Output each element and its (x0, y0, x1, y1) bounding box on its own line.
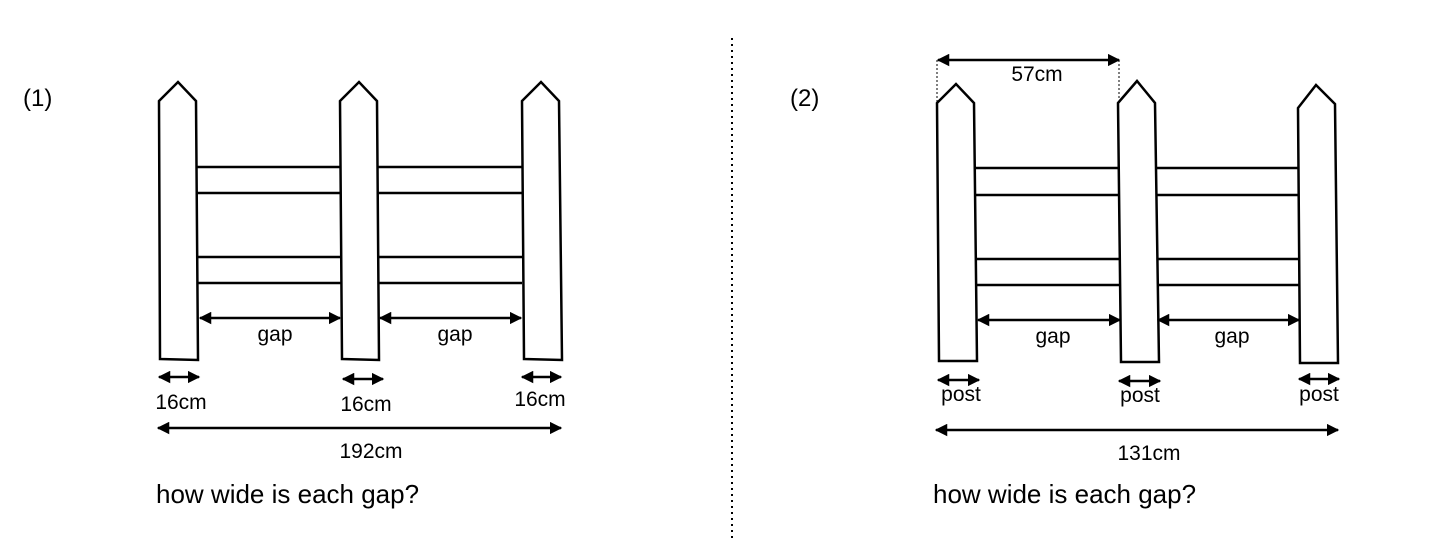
post-width-label: post (941, 383, 981, 406)
fence-post (520, 80, 564, 362)
fence-post (157, 80, 200, 362)
post-width-label: post (1120, 384, 1160, 407)
total-width-label: 131cm (1117, 442, 1180, 465)
top-dimension-label: 57cm (1011, 63, 1062, 86)
post-width-label: post (1299, 383, 1339, 406)
fence-post (338, 80, 381, 362)
problem-2: (2) 57cm gap gap post post post 131cm (790, 53, 1341, 509)
fence-post (1296, 83, 1340, 365)
fence-post (935, 82, 979, 363)
gap-label: gap (257, 323, 292, 346)
post-width-label: 16cm (340, 393, 391, 416)
problem-1: (1) gap gap 16cm 16cm 16cm 192cm how wid… (23, 80, 566, 509)
gap-label: gap (1214, 325, 1249, 348)
question: how wide is each gap? (933, 479, 1196, 509)
problem-2-number: (2) (790, 85, 819, 112)
question: how wide is each gap? (156, 479, 419, 509)
gap-label: gap (1035, 325, 1070, 348)
post-width-label: 16cm (155, 391, 206, 414)
gap-label: gap (437, 323, 472, 346)
total-width-label: 192cm (339, 440, 402, 463)
post-width-label: 16cm (514, 388, 565, 411)
problem-1-number: (1) (23, 85, 52, 112)
fence-post (1116, 79, 1161, 364)
